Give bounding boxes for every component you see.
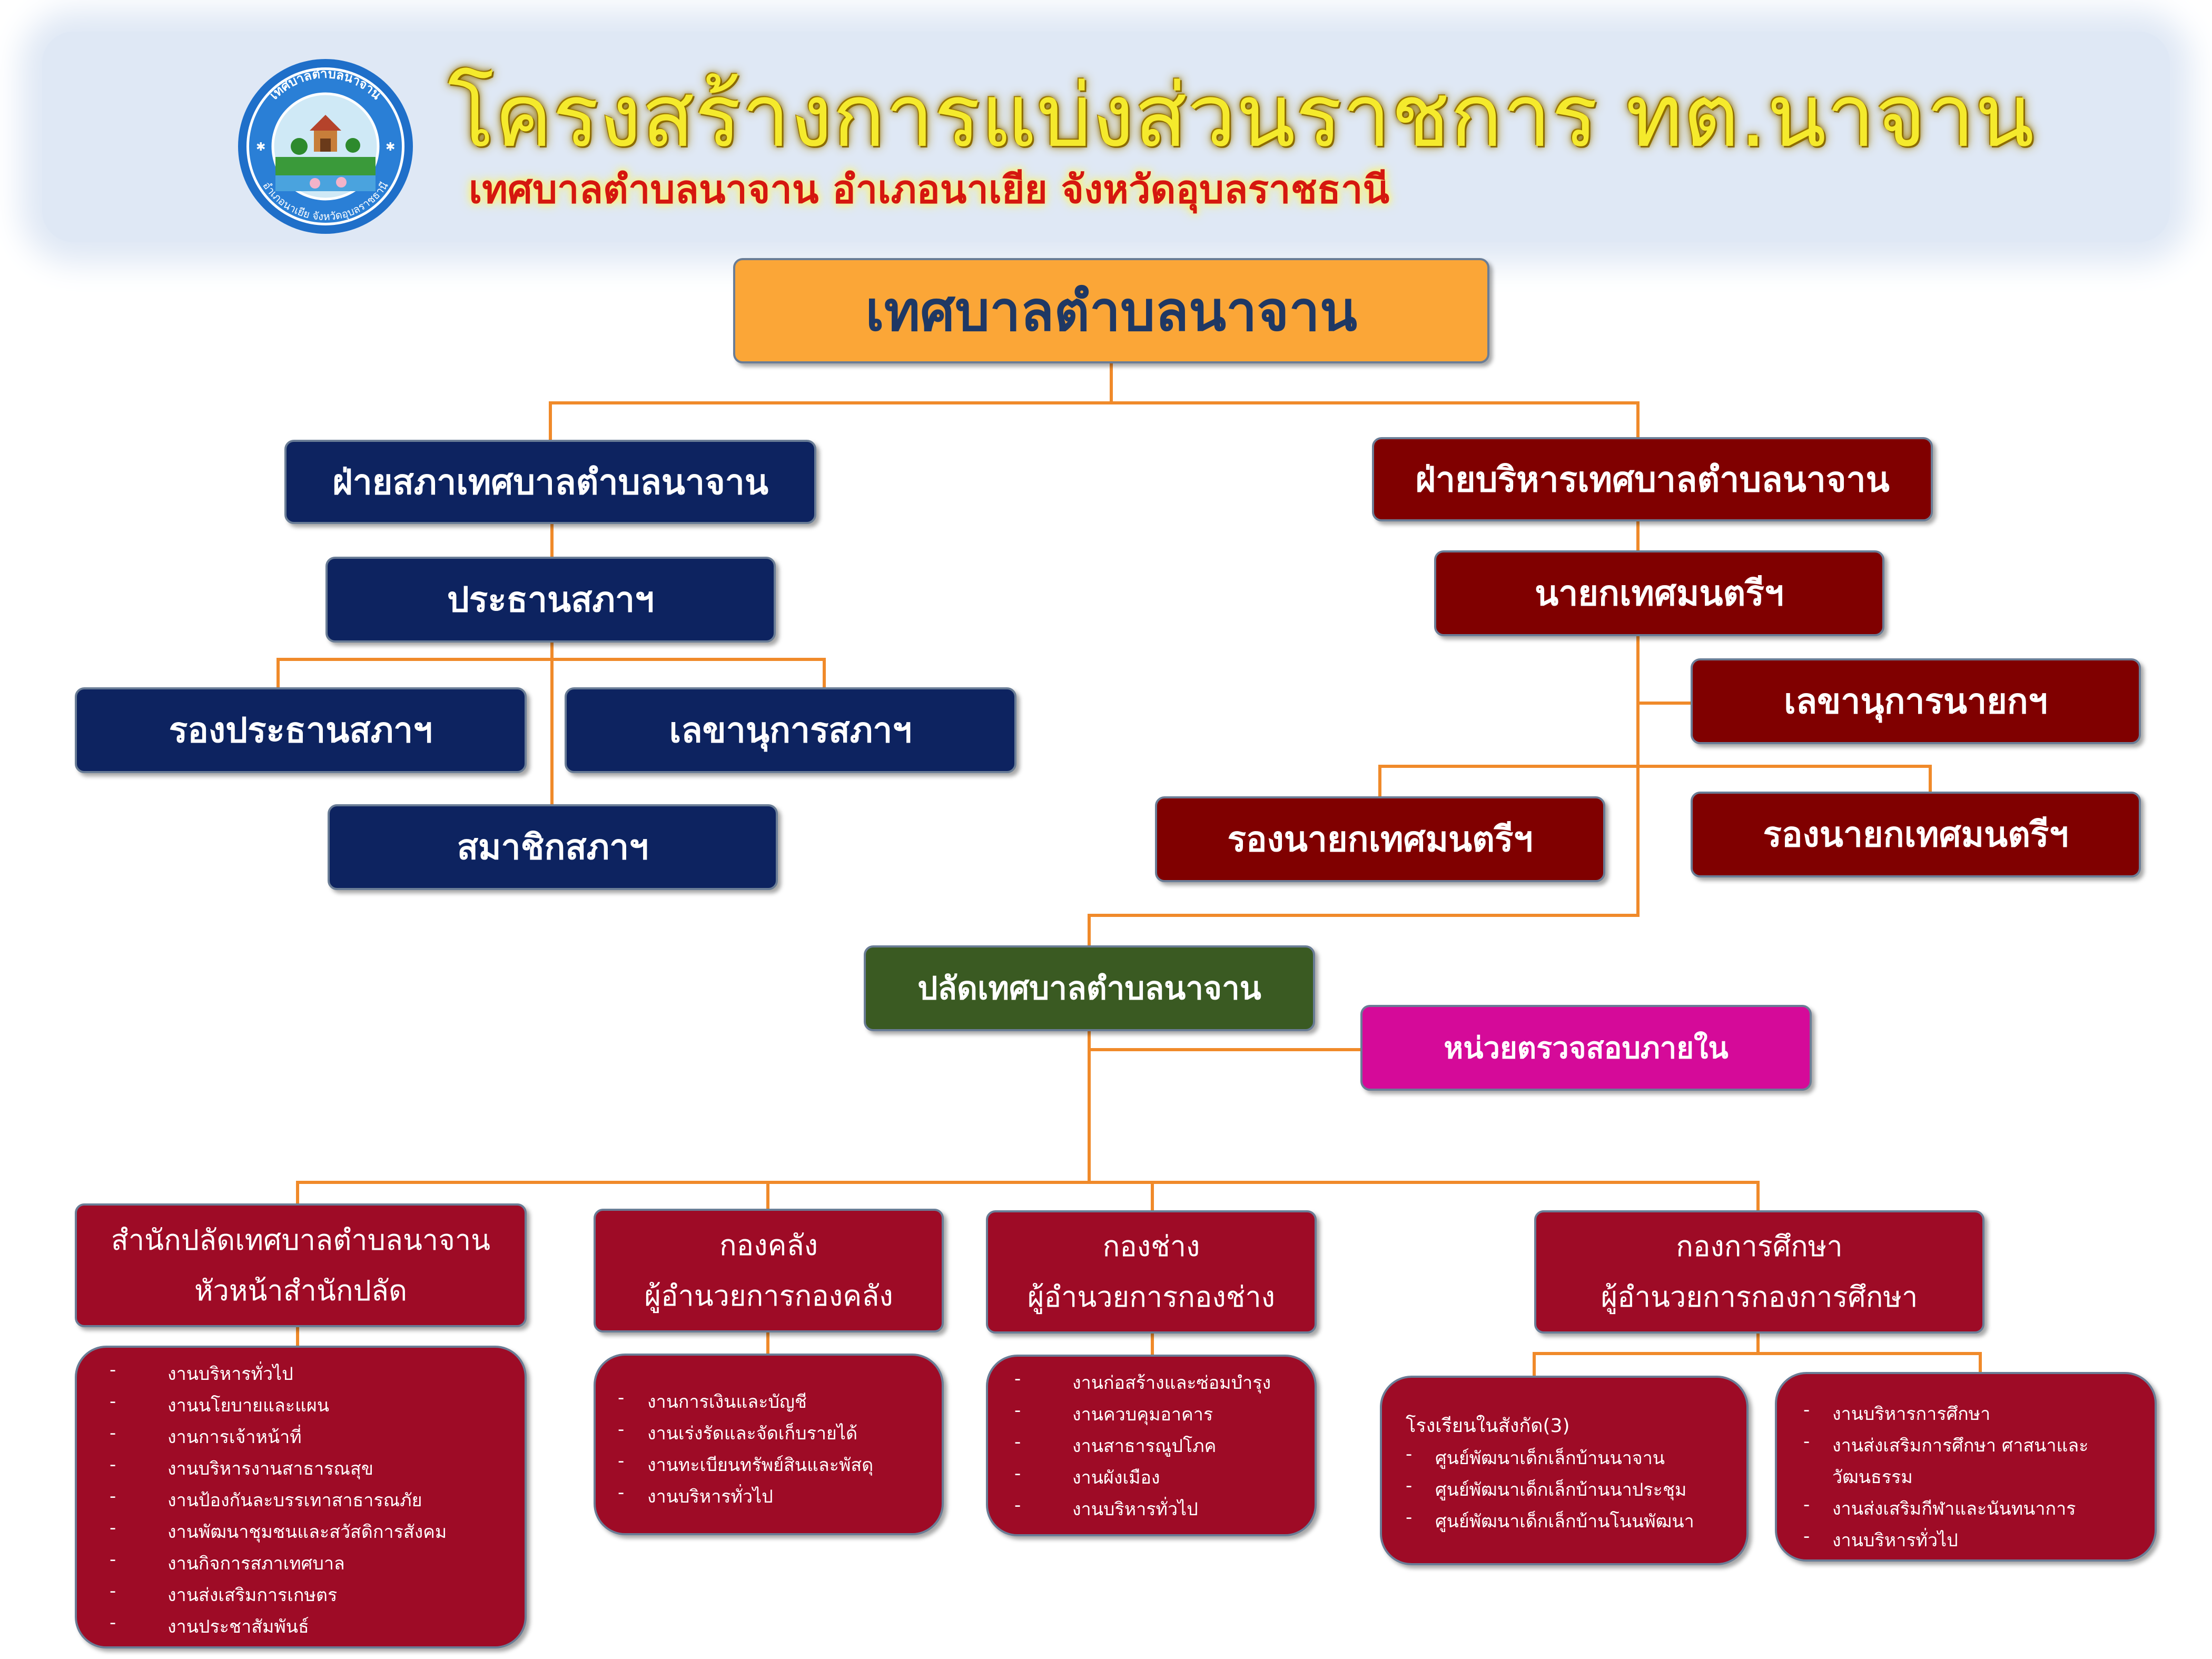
list-item: -งานการเงินและบัญชี xyxy=(618,1387,807,1413)
department-head: ผู้อำนวยการกองการศึกษา xyxy=(1601,1280,1918,1314)
department-title: กองคลัง xyxy=(719,1228,818,1262)
list-item: -งานสาธารณูปโภค xyxy=(1014,1431,1217,1457)
list-item: -ศูนย์พัฒนาเด็กเล็กบ้านนาจาน xyxy=(1406,1444,1665,1469)
list-item: -งานส่งเสริมการศึกษา ศาสนาและ xyxy=(1803,1431,2089,1456)
list-item: -งานป้องกันละบรรเทาสาธารณภัย xyxy=(110,1486,422,1511)
list-item: -งานส่งเสริมกีฬาและนันทนาการ xyxy=(1803,1494,2076,1519)
council-president-box: ประธานสภาฯ xyxy=(325,557,776,643)
internal-audit-box: หน่วยตรวจสอบภายใน xyxy=(1360,1005,1812,1091)
list-item: -งานประชาสัมพันธ์ xyxy=(110,1612,309,1637)
department-box-education: กองการศึกษา ผู้อำนวยการกองการศึกษา xyxy=(1534,1210,1984,1334)
list-item: -งานก่อสร้างและซ่อมบำรุง xyxy=(1014,1368,1271,1394)
municipal-clerk-box: ปลัดเทศบาลตำบลนาจาน xyxy=(864,945,1315,1031)
list-item: -งานบริหารทั่วไป xyxy=(618,1482,773,1507)
list-item: -งานพัฒนาชุมชนและสวัสดิการสังคม xyxy=(110,1517,447,1543)
list-item: -งานนโยบายและแผน xyxy=(110,1391,330,1416)
office-task-list: -งานบริหารทั่วไป -งานนโยบายและแผน -งานกา… xyxy=(75,1346,527,1648)
list-item: -งานบริหารงานสาธารณสุข xyxy=(110,1454,373,1479)
list-item: -งานบริหารทั่วไป xyxy=(1014,1495,1198,1520)
executive-branch-box: ฝ่ายบริหารเทศบาลตำบลนาจาน xyxy=(1372,437,1933,521)
engineering-task-list: -งานก่อสร้างและซ่อมบำรุง -งานควบคุมอาคาร… xyxy=(986,1355,1317,1536)
list-item: -ศูนย์พัฒนาเด็กเล็กบ้านนาประชุม xyxy=(1406,1475,1687,1500)
council-members-box: สมาชิกสภาฯ xyxy=(328,804,778,890)
page-title: โครงสร้างการแบ่งส่วนราชการ ทต.นาจาน xyxy=(448,65,2035,166)
list-item: -งานเร่งรัดและจัดเก็บรายได้ xyxy=(618,1419,858,1444)
mayor-box: นายกเทศมนตรีฯ xyxy=(1434,550,1884,636)
department-box-engineering: กองช่าง ผู้อำนวยการกองช่าง xyxy=(986,1210,1317,1334)
list-item: วัฒนธรรม xyxy=(1832,1467,1913,1488)
list-item: -ศูนย์พัฒนาเด็กเล็กบ้านโนนพัฒนา xyxy=(1406,1507,1694,1532)
department-box-office: สำนักปลัดเทศบาลตำบลนาจาน หัวหน้าสำนักปลั… xyxy=(75,1203,527,1327)
list-item: -งานกิจการสภาเทศบาล xyxy=(110,1549,345,1574)
list-item: -งานการเจ้าหน้าที่ xyxy=(110,1423,302,1448)
list-item: -งานบริหารทั่วไป xyxy=(1803,1526,1958,1551)
department-title: กองช่าง xyxy=(1102,1230,1200,1263)
council-vice-president-box: รองประธานสภาฯ xyxy=(75,687,527,773)
star-icon: ✱ xyxy=(256,141,265,154)
department-head: ผู้อำนวยการกองคลัง xyxy=(644,1279,893,1312)
department-head: ผู้อำนวยการกองช่าง xyxy=(1027,1280,1276,1314)
education-schools-list: โรงเรียนในสังกัด(3) -ศูนย์พัฒนาเด็กเล็กบ… xyxy=(1380,1376,1749,1565)
list-item: -งานทะเบียนทรัพย์สินและพัสดุ xyxy=(618,1450,874,1476)
department-box-finance: กองคลัง ผู้อำนวยการกองคลัง xyxy=(594,1209,944,1332)
deputy-mayor-box-1: รองนายกเทศมนตรีฯ xyxy=(1155,796,1605,882)
council-branch-box: ฝ่ายสภาเทศบาลตำบลนาจาน xyxy=(284,440,816,524)
root-node: เทศบาลตำบลนาจาน xyxy=(733,258,1489,363)
list-item: -งานผังเมือง xyxy=(1014,1463,1160,1488)
deputy-mayor-box-2: รองนายกเทศมนตรีฯ xyxy=(1691,792,2141,877)
list-item: -งานส่งเสริมการเกษตร xyxy=(110,1581,338,1606)
department-title: กองการศึกษา xyxy=(1676,1230,1843,1263)
department-title: สำนักปลัดเทศบาลตำบลนาจาน xyxy=(111,1223,491,1257)
department-head: หัวหน้าสำนักปลัด xyxy=(194,1273,408,1307)
finance-task-list: -งานการเงินและบัญชี -งานเร่งรัดและจัดเก็… xyxy=(594,1354,944,1535)
schools-heading: โรงเรียนในสังกัด(3) xyxy=(1406,1415,1570,1437)
council-secretary-box: เลขานุการสภาฯ xyxy=(565,687,1016,773)
list-item: -งานบริหารทั่วไป xyxy=(110,1359,293,1385)
page-subtitle: เทศบาลตำบลนาจาน อำเภอนาเยีย จังหวัดอุบลร… xyxy=(469,167,1390,212)
star-icon: ✱ xyxy=(386,141,395,154)
mayor-secretary-box: เลขานุการนายกฯ xyxy=(1691,658,2141,744)
education-task-list: -งานบริหารการศึกษา -งานส่งเสริมการศึกษา … xyxy=(1775,1372,2157,1562)
list-item: -งานบริหารการศึกษา xyxy=(1803,1399,1991,1425)
municipality-logo: เทศบาลตำบลนาจาน อำเภอนาเยีย จังหวัดอุบลร… xyxy=(238,59,413,234)
list-item: -งานควบคุมอาคาร xyxy=(1014,1400,1213,1425)
